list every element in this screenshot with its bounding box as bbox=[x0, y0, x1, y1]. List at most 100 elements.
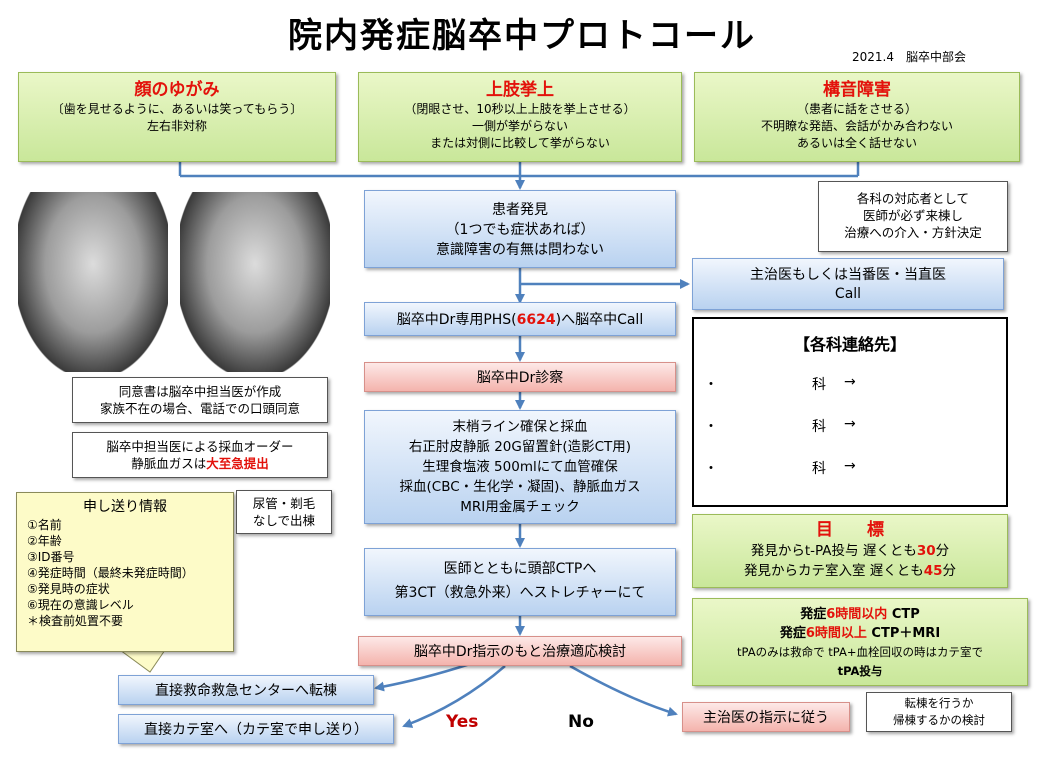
no-label: No bbox=[568, 712, 594, 732]
symptom-arm-line: または対側に比較して挙がらない bbox=[430, 136, 610, 150]
blood-note-urgent: 大至急提出 bbox=[206, 456, 269, 471]
timing-text: CTP＋MRI bbox=[866, 626, 941, 641]
symptom-speech-heading: 構音障害 bbox=[823, 80, 891, 100]
discovery-line: 患者発見 bbox=[492, 202, 548, 218]
contact-dept: 科 bbox=[812, 377, 826, 393]
symptom-face-line: 左右非対称 bbox=[146, 119, 207, 133]
contact-dept: 科 bbox=[812, 461, 826, 477]
onset-timing-box: 発症6時間以内 CTP 発症6時間以上 CTP＋MRI tPAのみは救命で tP… bbox=[692, 598, 1028, 686]
stroke-doctor-exam-box: 脳卒中Dr診察 bbox=[364, 362, 676, 392]
timing-within: 以内 bbox=[861, 607, 888, 622]
symptom-arm-line: 一側が挙がらない bbox=[471, 119, 568, 133]
contacts-title: 【各科連絡先】 bbox=[793, 335, 906, 354]
setup-line: 末梢ライン確保と採血 bbox=[452, 419, 588, 435]
symptom-face-heading: 顔のゆがみ bbox=[134, 80, 220, 100]
department-contacts-panel: 【各科連絡先】 ・ 科 → ・ 科 → ・ 科 → bbox=[692, 317, 1008, 507]
handover-item: ＊検査前処置不要 bbox=[27, 614, 124, 628]
iv-line-setup-box: 末梢ライン確保と採血 右正肘皮静脈 20G留置針(造影CT用) 生理食塩液 50… bbox=[364, 410, 676, 524]
setup-line: 右正肘皮静脈 20G留置針(造影CT用) bbox=[408, 439, 632, 455]
contact-bullet: ・ bbox=[704, 377, 718, 393]
handover-item: ①名前 bbox=[27, 518, 62, 532]
catheter-note-line: 尿管・剃毛 bbox=[252, 496, 316, 511]
goal-heading: 目 標 bbox=[816, 520, 884, 540]
timing-hours: 6時間 bbox=[826, 607, 862, 622]
timing-hours: 6時間 bbox=[805, 626, 841, 641]
goal-box: 目 標 発見からt-PA投与 遅くとも30分 発見からカテ室入室 遅くとも45分 bbox=[692, 514, 1008, 588]
symptom-arm-heading: 上肢挙上 bbox=[486, 80, 554, 100]
transfer-er-box: 直接救命救急センターへ転棟 bbox=[118, 675, 374, 705]
catheter-shave-note: 尿管・剃毛 なしで出棟 bbox=[236, 490, 332, 534]
handover-item: ②年齢 bbox=[27, 534, 62, 548]
head-ctp-box: 医師とともに頭部CTPへ 第3CT（救急外来）へストレチャーにて bbox=[364, 548, 676, 616]
follow-note-line: 転棟を行うか bbox=[904, 696, 974, 710]
handover-item: ④発症時間（最終未発症時間） bbox=[27, 566, 194, 580]
attending-call-line: 主治医もしくは当番医・当直医 bbox=[750, 267, 946, 283]
ctp-line: 医師とともに頭部CTPへ bbox=[443, 561, 597, 577]
catheter-note-line: なしで出棟 bbox=[252, 513, 316, 528]
stroke-phs-call-box: 脳卒中Dr専用PHS(6624)へ脳卒中Call bbox=[364, 302, 676, 336]
follow-attending-box: 主治医の指示に従う bbox=[682, 702, 850, 732]
yes-label: Yes bbox=[446, 712, 479, 732]
setup-line: 採血(CBC・生化学・凝固)、静脈血ガス bbox=[399, 479, 641, 495]
phs-after: )へ脳卒中Call bbox=[555, 312, 644, 328]
arrow-right-icon: → bbox=[844, 458, 856, 474]
symptom-face-box: 顔のゆがみ 〔歯を見せるように、あるいは笑ってもらう〕 左右非対称 bbox=[18, 72, 336, 162]
contact-row: ・ 科 → bbox=[704, 416, 1000, 458]
page-title: 院内発症脳卒中プロトコール bbox=[288, 16, 756, 56]
symptom-speech-line: あるいは全く話せない bbox=[796, 136, 917, 150]
blood-order-note: 脳卒中担当医による採血オーダー 静脈血ガスは大至急提出 bbox=[72, 432, 328, 478]
transfer-decision-note: 転棟を行うか 帰棟するかの検討 bbox=[866, 692, 1012, 732]
timing-text: CTP bbox=[887, 607, 920, 622]
handover-title: 申し送り情報 bbox=[83, 499, 167, 515]
handover-item: ③ID番号 bbox=[27, 550, 75, 564]
setup-line: 生理食塩液 500mlにて血管確保 bbox=[422, 459, 618, 475]
consent-note: 同意書は脳卒中担当医が作成 家族不在の場合、電話での口頭同意 bbox=[72, 377, 328, 423]
goal-minutes-tpa: 30 bbox=[916, 543, 936, 559]
symptom-arm-line: （閉眼させ、10秒以上上肢を挙上させる） bbox=[404, 102, 636, 116]
dept-note-line: 医師が必ず来棟し bbox=[862, 208, 963, 223]
department-responder-note: 各科の対応者として 医師が必ず来棟し 治療への介入・方針決定 bbox=[818, 181, 1008, 252]
blood-note-line: 脳卒中担当医による採血オーダー bbox=[106, 439, 294, 454]
face-droop-illustration bbox=[180, 192, 330, 372]
goal-line: 発見からt-PA投与 遅くとも bbox=[750, 543, 917, 559]
phs-before: 脳卒中Dr専用PHS( bbox=[396, 312, 517, 328]
timing-text: 発症 bbox=[800, 607, 827, 622]
ctp-line: 第3CT（救急外来）へストレチャーにて bbox=[394, 585, 646, 601]
dept-note-line: 各科の対応者として bbox=[856, 191, 970, 206]
patient-discovery-box: 患者発見 （1つでも症状あれば） 意識障害の有無は問わない bbox=[364, 190, 676, 268]
handover-info-note: 申し送り情報 ①名前 ②年齢 ③ID番号 ④発症時間（最終未発症時間） ⑤発見時… bbox=[16, 492, 234, 652]
dept-note-line: 治療への介入・方針決定 bbox=[844, 225, 982, 240]
goal-line: 発見からカテ室入室 遅くとも bbox=[743, 563, 924, 579]
date-label: 2021.4 脳卒中部会 bbox=[852, 50, 966, 64]
consent-line: 同意書は脳卒中担当医が作成 bbox=[118, 384, 282, 399]
arrow-right-icon: → bbox=[844, 374, 856, 390]
timing-tpa-admin: tPA投与 bbox=[837, 664, 883, 678]
symptom-face-line: 〔歯を見せるように、あるいは笑ってもらう〕 bbox=[51, 102, 303, 116]
phs-number: 6624 bbox=[516, 312, 556, 328]
face-normal-illustration bbox=[18, 192, 168, 372]
contact-dept: 科 bbox=[812, 419, 826, 435]
attending-call-line: Call bbox=[834, 286, 862, 302]
goal-minutes-cath: 45 bbox=[923, 563, 943, 579]
contact-row: ・ 科 → bbox=[704, 458, 1000, 500]
timing-over: 以上 bbox=[840, 626, 867, 641]
blood-note-text: 静脈血ガスは bbox=[131, 456, 207, 471]
arrow-right-icon: → bbox=[844, 416, 856, 432]
contact-bullet: ・ bbox=[704, 419, 718, 435]
blood-note-line: 静脈血ガスは大至急提出 bbox=[73, 455, 327, 472]
consent-line: 家族不在の場合、電話での口頭同意 bbox=[99, 401, 300, 416]
symptom-speech-box: 構音障害 （患者に話をさせる） 不明瞭な発語、会話がかみ合わない あるいは全く話… bbox=[694, 72, 1020, 162]
goal-unit: 分 bbox=[942, 563, 957, 579]
discovery-line: 意識障害の有無は問わない bbox=[436, 242, 604, 258]
timing-tpa-note: tPAのみは救命で tPA+血栓回収の時はカテ室で bbox=[737, 645, 983, 659]
discovery-line: （1つでも症状あれば） bbox=[445, 222, 595, 238]
treatment-decision-box: 脳卒中Dr指示のもと治療適応検討 bbox=[358, 636, 682, 666]
handover-item: ⑥現在の意識レベル bbox=[27, 598, 134, 612]
timing-text: 発症 bbox=[779, 626, 806, 641]
contact-row: ・ 科 → bbox=[704, 374, 1000, 416]
symptom-speech-line: 不明瞭な発語、会話がかみ合わない bbox=[760, 119, 953, 133]
attending-call-box: 主治医もしくは当番医・当直医 Call bbox=[692, 258, 1004, 310]
symptom-arm-box: 上肢挙上 （閉眼させ、10秒以上上肢を挙上させる） 一側が挙がらない または対側… bbox=[358, 72, 682, 162]
follow-note-line: 帰棟するかの検討 bbox=[893, 713, 985, 727]
